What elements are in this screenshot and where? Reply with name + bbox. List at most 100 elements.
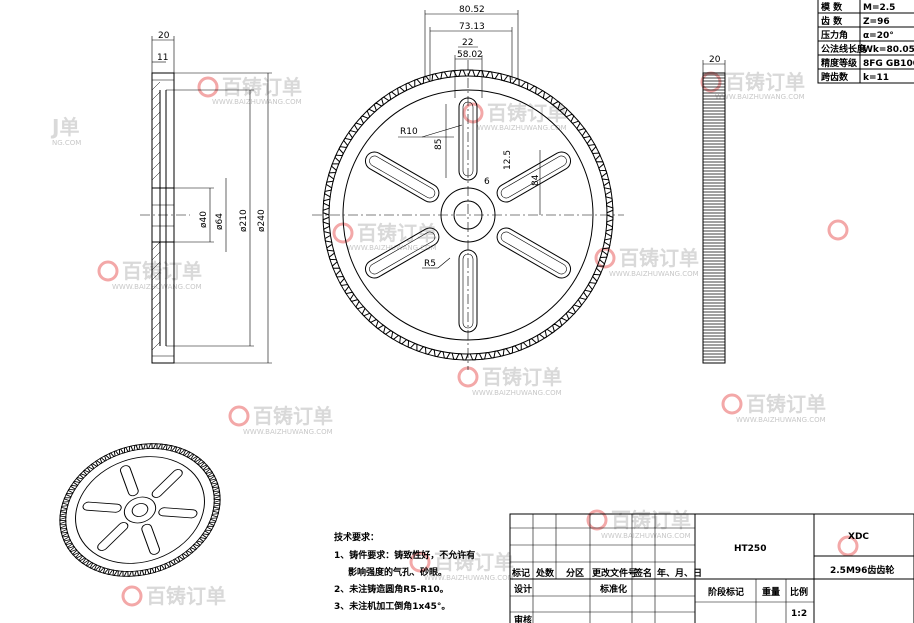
watermark-url: WWW.BAIZHUWANG.COM [715,93,805,101]
dim-r5: R5 [424,259,436,269]
h-sign: 签名 [633,567,652,579]
h-zone: 分区 [566,567,584,579]
watermark-9: 百铸订单 WWW.BAIZHUWANG.COM [721,392,826,424]
standard: 标准化 [599,583,627,595]
dim-web-dia: ø210 [239,209,249,232]
dim-r10: R10 [400,127,418,137]
tooth-face-view: 20 [702,55,726,364]
param-label: 公法线长度 [821,43,867,55]
watermark-url: WWW.BAIZHUWANG.COM [736,416,826,424]
watermark-brand: 百铸订单 [222,75,302,99]
part-name: 2.5M96齿齿轮 [830,564,894,576]
watermark-url: WWW.BAIZHUWANG.COM [609,270,699,278]
dim-85: 85 [434,139,444,150]
h-mark: 标记 [511,567,530,579]
watermark-url: WWW.BAIZHUWANG.COM [243,428,333,436]
dim-58-02: 58.02 [457,50,483,60]
watermark-2: 百铸订单 WWW.BAIZHUWANG.COM [462,101,567,132]
dim-73-13: 73.13 [459,22,485,32]
technical-notes: 技术要求： 1、铸件要求：铸致性好，不允许有 影响强度的气孔、砂眼。 2、未注铸… [334,531,475,612]
param-value: 8FG GB10095 [863,59,914,69]
dim-hub-dia: ø64 [215,213,225,230]
material: HT250 [734,544,766,554]
front-view: 80.52 73.13 22 58.02 R10 85 12.5 6 84 R5 [312,5,624,370]
h-date: 年、月、日 [657,567,702,579]
watermark-10: 百铸订单 WWW.BAIZHUWANG.COM [586,508,691,540]
watermark-brand: 百铸订单 [725,70,805,94]
param-value: M=2.5 [863,3,895,13]
watermark-13 [827,219,849,241]
dim-hub: 11 [157,53,168,63]
stage: 阶段标记 [708,586,744,598]
gear-teeth-outline [59,443,221,577]
watermark-partial-left: J单 NG.COM [50,115,81,147]
watermark-brand: 百铸订单 [746,392,826,416]
watermark-url: WWW.BAIZHUWANG.COM [112,283,202,291]
param-label: 精度等级 [821,57,858,69]
dim-22: 22 [462,38,473,48]
dim-84: 84 [531,174,541,186]
param-label: 模 数 [821,1,843,13]
param-value: Wk=80.053 [863,45,914,55]
weight: 重量 [762,586,780,598]
scale: 1:2 [791,609,807,619]
param-label: 压力角 [821,29,848,41]
h-count: 处数 [535,567,555,579]
note-item: 1、铸件要求：铸致性好，不允许有 [334,549,475,561]
watermark-brand: 百铸订单 [122,259,202,283]
isometric-gear-view [59,443,221,577]
watermark-brand: 百铸订单 [253,404,333,428]
watermark-brand: 百铸订单 [146,584,226,608]
watermark-14 [837,535,859,557]
watermark-8: 百铸订单 WWW.BAIZHUWANG.COM [228,404,333,436]
front-gear-teeth [322,69,614,361]
dim-6: 6 [484,177,490,187]
dim-outer-dia: ø240 [257,209,267,232]
spoke-slots [364,97,572,333]
watermark-12: 百铸订单 [121,584,226,608]
param-value: k=11 [863,73,889,83]
watermark-6: 百铸订单 WWW.BAIZHUWANG.COM [594,246,699,278]
iso-gear-teeth [59,443,221,577]
side-section-view: 20 11 ø40 ø64 ø210 ø240 [140,31,272,364]
param-label: 齿 数 [821,15,843,27]
dim-80-52: 80.52 [459,5,485,15]
notes-title: 技术要求： [334,531,379,543]
watermark-url: WWW.BAIZHUWANG.COM [477,124,567,132]
watermark-url: WWW.BAIZHUWANG.COM [212,98,302,106]
company: XDC [848,532,869,542]
watermark-11: 百铸订单 WWW.BAIZHUWANG.COM [409,550,514,582]
watermark-brand: 百铸订单 [434,550,514,574]
param-label: 跨齿数 [821,71,849,83]
watermark-brand: 百铸订单 [619,246,699,270]
watermark-5: 百铸订单 WWW.BAIZHUWANG.COM [97,259,202,291]
dim-face-width: 20 [709,55,721,65]
dim-12-5: 12.5 [503,150,513,170]
watermark-brand: 百铸订单 [482,365,562,389]
tooth-face-lines [703,74,725,361]
watermark-url-partial: NG.COM [52,139,81,147]
dim-width: 20 [158,31,170,41]
watermark-7: 百铸订单 WWW.BAIZHUWANG.COM [457,365,562,397]
watermark-url: WWW.BAIZHUWANG.COM [424,574,514,582]
watermark-url: WWW.BAIZHUWANG.COM [472,389,562,397]
watermark-brand: 百铸订单 [611,508,691,532]
review: 审核 [514,614,532,623]
watermark-url: WWW.BAIZHUWANG.COM [601,532,691,540]
h-doc: 更改文件号 [592,567,637,579]
param-value: Z=96 [863,17,890,27]
note-item: 3、未注机加工倒角1x45°。 [334,600,450,612]
parameter-table: 模 数 M=2.5 齿 数 Z=96 压力角 α=20° 公法线长度 Wk=80… [817,0,914,84]
title-block: HT250 XDC 2.5M96齿齿轮 标记 处数 分区 更改文件号 签名 年、… [509,513,914,623]
scale-label: 比例 [790,586,808,598]
design: 设计 [514,583,532,595]
note-item: 2、未注铸造圆角R5-R10。 [334,583,449,595]
param-value: α=20° [863,31,894,41]
watermark-brand-partial: J单 [50,115,79,139]
gear-teeth-outline [322,69,614,361]
dim-bore: ø40 [199,211,209,228]
watermark-1: 百铸订单 WWW.BAIZHUWANG.COM [197,75,302,106]
note-item: 影响强度的气孔、砂眼。 [348,566,447,578]
watermark-brand: 百铸订单 [357,221,437,245]
